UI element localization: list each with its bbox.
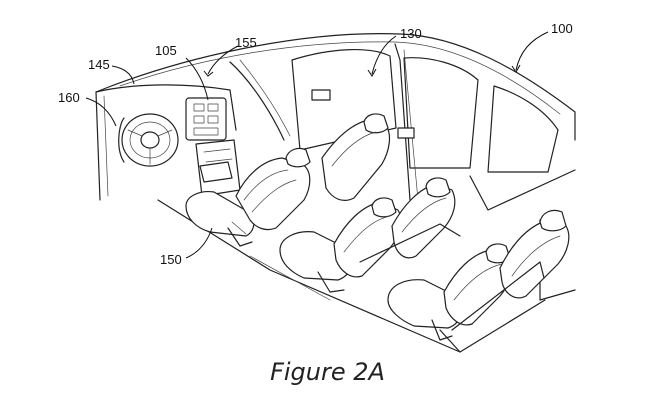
sill-line (469, 169, 576, 211)
leader-100 (515, 31, 549, 71)
figure-caption: Figure 2A (270, 358, 385, 386)
ref-label-steering: 160 (58, 90, 80, 105)
rear-quarter-window (487, 85, 559, 173)
rear-door-window (403, 57, 479, 169)
rear-seat-back-right (499, 219, 570, 299)
vehicle-interior-drawing (85, 31, 576, 353)
leader-150 (185, 227, 213, 259)
dashboard-outline (95, 84, 237, 201)
leader-105 (185, 57, 209, 101)
steering-hub (140, 131, 160, 149)
center-display (185, 97, 227, 141)
a-pillar (229, 61, 285, 141)
ref-label-seat: 150 (160, 252, 182, 267)
leader-145 (111, 65, 135, 85)
leader-160 (85, 97, 117, 127)
roof-outline (95, 33, 576, 141)
rear-door-handle (397, 127, 415, 139)
ref-label-dashboard: 145 (88, 57, 110, 72)
front-seat-cushion (185, 191, 255, 237)
ref-label-interior: 130 (400, 26, 422, 41)
passenger-seat-headrest (363, 113, 389, 134)
leader-130 (371, 35, 397, 75)
passenger-seat-back (321, 119, 391, 201)
steering-wheel (121, 113, 179, 167)
front-door-handle (311, 89, 331, 101)
center-console (195, 139, 241, 197)
front-seat-back (235, 157, 311, 231)
front-door-window (291, 49, 397, 151)
ref-label-vehicle: 100 (551, 21, 573, 36)
ref-label-console: 155 (235, 35, 257, 50)
leader-155 (207, 45, 239, 75)
ref-label-display: 105 (155, 43, 177, 58)
b-pillar (394, 43, 411, 201)
front-seat-headrest (285, 147, 311, 168)
